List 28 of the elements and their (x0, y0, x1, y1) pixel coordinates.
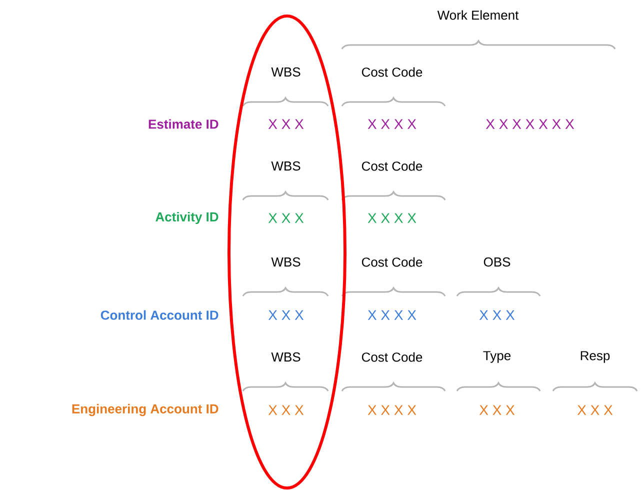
placeholder-digits: X X X X (368, 119, 416, 129)
group-label: OBS (484, 257, 510, 267)
placeholder-digits: X X X X (368, 213, 416, 223)
group-label: WBS (271, 257, 300, 267)
row-label: Estimate ID (148, 119, 218, 129)
placeholder-digits: X X X (268, 310, 304, 320)
group-label: WBS (271, 67, 300, 77)
group-label: WBS (271, 352, 300, 362)
group-label: Resp (580, 351, 610, 363)
group-label: Cost Code (362, 161, 422, 171)
group-label: WBS (271, 161, 300, 171)
row-label: Control Account ID (100, 310, 218, 320)
group-label: Type (483, 351, 511, 363)
group-label: Cost Code (362, 257, 422, 267)
group-label: Work Element (437, 10, 519, 20)
placeholder-digits: X X X X (368, 405, 416, 415)
placeholder-digits: X X X (479, 405, 515, 415)
placeholder-digits: X X X (577, 405, 613, 415)
placeholder-digits: X X X (479, 310, 515, 320)
placeholder-digits: X X X X X X X (486, 119, 574, 129)
placeholder-digits: X X X (268, 119, 304, 129)
group-label: Cost Code (362, 67, 422, 77)
placeholder-digits: X X X X (368, 310, 416, 320)
row-label: Activity ID (156, 212, 218, 224)
placeholder-digits: X X X (268, 213, 304, 223)
placeholder-digits: X X X (268, 405, 304, 415)
group-label: Cost Code (362, 352, 422, 362)
row-label: Engineering Account ID (72, 404, 218, 416)
